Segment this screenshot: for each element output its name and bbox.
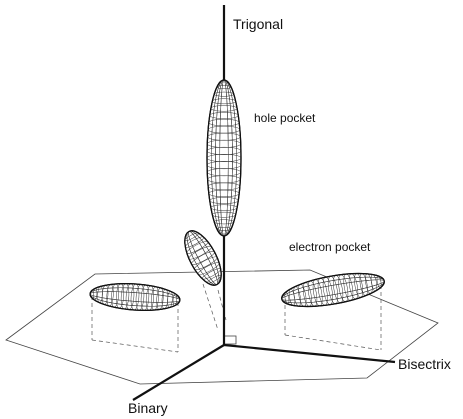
hole-pocket-label: hole pocket: [254, 111, 316, 125]
hole-pocket-ellipsoid: [206, 79, 242, 237]
electron-pocket-right: [281, 272, 385, 308]
bisectrix-axis-label: Bisectrix: [398, 356, 451, 372]
binary-axis-label: Binary: [128, 400, 168, 416]
trigonal-axis-label: Trigonal: [233, 16, 284, 32]
electron-pocket-label: electron pocket: [289, 240, 371, 254]
electron-pocket-tilted: [184, 230, 222, 286]
origin-marker: [223, 335, 237, 345]
binary-axis-line: [132, 344, 225, 401]
axes: [132, 5, 396, 401]
electron-pocket-left: [89, 283, 181, 311]
projection-lines: [91, 283, 382, 353]
basal-plane-hexagon: [5, 269, 439, 385]
bisectrix-axis-line: [223, 343, 396, 364]
